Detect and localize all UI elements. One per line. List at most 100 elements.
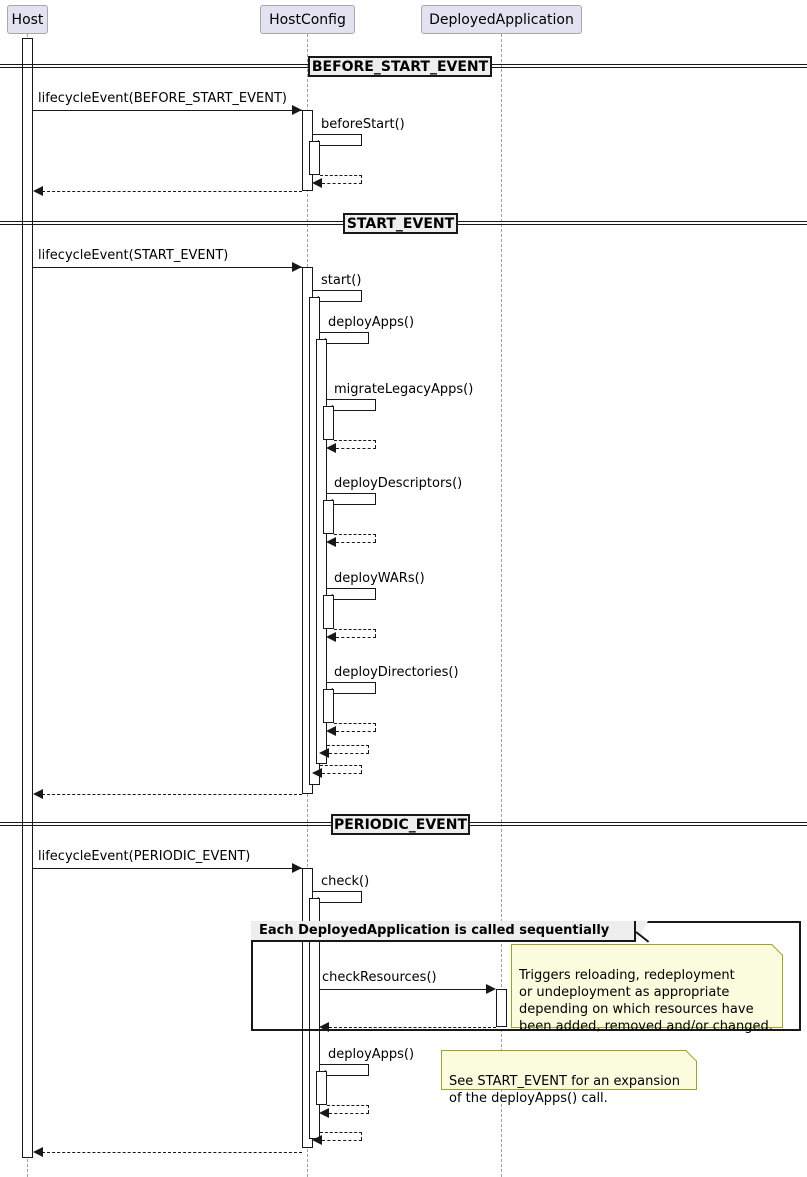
msgline-start-self-return-top — [320, 765, 362, 766]
participant-hostconfig[interactable]: HostConfig — [260, 5, 355, 34]
msgline-migrate-legacy-return-bottom — [336, 448, 376, 449]
arrow-start-call — [292, 262, 302, 272]
label-deploy-apps-periodic: deployApps() — [328, 1047, 415, 1062]
arrow-before-start-call — [292, 105, 302, 115]
msgline-before-start-self-return-top — [320, 175, 362, 176]
arrow-deploy-wars-return — [326, 632, 336, 642]
msgvert-deploy-apps-periodic — [368, 1064, 369, 1075]
msgline-deploy-wars-return-bottom — [336, 637, 376, 638]
arrow-start-return — [33, 789, 43, 799]
label-deploy-directories: deployDirectories() — [334, 665, 459, 680]
msgvert-deploy-directories — [375, 682, 376, 693]
note-deploy-apps: See START_EVENT for an expansion of the … — [441, 1050, 697, 1106]
msgline-deploy-descriptors-return-top — [334, 534, 376, 535]
msgvert-deploy-wars-return — [375, 629, 376, 637]
msgline-start-self-bottom — [319, 301, 362, 302]
msgline-start-self-top — [313, 290, 362, 291]
activation-hostconfig-beforestart-inner — [309, 141, 320, 175]
msgline-deploy-apps-periodic-bottom — [326, 1075, 369, 1076]
msgvert-deploy-apps-periodic-return — [368, 1105, 369, 1113]
participant-deployedapplication-label: DeployedApplication — [429, 11, 574, 28]
msgvert-deploy-wars — [375, 588, 376, 599]
divider-periodic: PERIODIC_EVENT — [331, 814, 470, 835]
arrow-check-self-return — [312, 1135, 322, 1145]
label-deploy-descriptors: deployDescriptors() — [334, 476, 463, 491]
lifeline-deployedapplication — [501, 34, 502, 1177]
arrow-start-self-return — [312, 768, 322, 778]
divider-start: START_EVENT — [343, 213, 458, 234]
msgline-start-return — [42, 794, 302, 795]
msgvert-start-self — [361, 290, 362, 301]
msgline-before-start-call — [33, 110, 302, 111]
note-check-resources-text: Triggers reloading, redeployment or unde… — [519, 968, 773, 1034]
participant-host[interactable]: Host — [7, 5, 48, 34]
msgline-deploy-apps-periodic-return-bottom — [329, 1113, 369, 1114]
msgvert-deploy-apps-return — [368, 745, 369, 753]
msgvert-check-self — [361, 891, 362, 902]
msgline-check-self-top — [313, 891, 362, 892]
msgvert-deploy-descriptors-return — [375, 534, 376, 542]
msgline-check-resources-return — [329, 1027, 496, 1028]
participant-deployedapplication[interactable]: DeployedApplication — [421, 5, 582, 34]
msgline-migrate-legacy-bottom — [333, 410, 376, 411]
arrow-deploy-apps-periodic-return — [319, 1108, 329, 1118]
msgline-deploy-apps-top — [320, 332, 369, 333]
arrow-deploy-apps-return — [319, 748, 329, 758]
label-deploy-apps: deployApps() — [328, 315, 415, 330]
msgline-migrate-legacy-top — [327, 399, 376, 400]
participant-host-label: Host — [11, 11, 44, 28]
msgline-check-self-return-top — [320, 1132, 362, 1133]
msgvert-before-start-self-return — [361, 175, 362, 183]
group-tab-notch-icon — [636, 921, 648, 942]
activation-hostconfig-periodic-l3 — [316, 1071, 327, 1105]
msgline-deploy-descriptors-top — [327, 493, 376, 494]
msgline-deploy-descriptors-bottom — [333, 504, 376, 505]
msgline-before-start-self-top — [313, 134, 362, 135]
msgvert-deploy-descriptors — [375, 493, 376, 504]
msgline-start-self-return-bottom — [322, 773, 362, 774]
arrow-before-start-self-return — [312, 178, 322, 188]
msgline-deploy-wars-return-top — [334, 629, 376, 630]
label-check-resources: checkResources() — [322, 970, 437, 985]
group-tab-sequential: Each DeployedApplication is called seque… — [251, 921, 636, 942]
label-before-start-self: beforeStart() — [321, 117, 405, 132]
note-deploy-apps-text: See START_EVENT for an expansion of the … — [449, 1074, 680, 1106]
arrow-check-resources — [486, 984, 496, 994]
divider-before-start: BEFORE_START_EVENT — [308, 56, 492, 77]
label-before-start-call: lifecycleEvent(BEFORE_START_EVENT) — [38, 91, 287, 106]
note-check-resources-fold-icon — [772, 944, 783, 955]
label-start-self: start() — [321, 273, 362, 288]
msgline-deploy-wars-bottom — [333, 599, 376, 600]
msgline-check-self-return-bottom — [322, 1140, 362, 1141]
arrow-deploy-directories-return — [326, 726, 336, 736]
activation-hostconfig-deploy-descriptors — [323, 500, 334, 534]
msgvert-before-start-self — [361, 134, 362, 145]
group-tab-label: Each DeployedApplication is called seque… — [259, 923, 610, 938]
msgline-start-call — [33, 267, 302, 268]
arrow-deploy-descriptors-return — [326, 537, 336, 547]
participant-hostconfig-label: HostConfig — [269, 11, 346, 28]
msgline-periodic-call — [33, 868, 302, 869]
msgline-deploy-apps-bottom — [326, 343, 369, 344]
msgline-check-self-bottom — [319, 902, 362, 903]
msgline-migrate-legacy-return-top — [334, 440, 376, 441]
divider-periodic-label: PERIODIC_EVENT — [333, 816, 468, 833]
arrow-periodic-call — [292, 863, 302, 873]
msgvert-migrate-legacy-return — [375, 440, 376, 448]
divider-start-label: START_EVENT — [346, 215, 455, 232]
label-migrate-legacy: migrateLegacyApps() — [334, 382, 474, 397]
msgvert-start-self-return — [361, 765, 362, 773]
msgline-deploy-apps-periodic-top — [320, 1064, 369, 1065]
label-check-self: check() — [321, 874, 370, 889]
activation-hostconfig-start-l3 — [316, 339, 327, 764]
msgline-deploy-apps-return-bottom — [329, 753, 369, 754]
activation-hostconfig-migrate-legacy — [323, 406, 334, 440]
arrow-migrate-legacy-return — [326, 443, 336, 453]
msgvert-deploy-directories-return — [375, 723, 376, 731]
msgline-before-start-self-return-bottom — [322, 183, 362, 184]
msgline-deploy-wars-top — [327, 588, 376, 589]
msgline-deploy-directories-top — [327, 682, 376, 683]
activation-hostconfig-deploy-directories — [323, 689, 334, 723]
arrow-periodic-return — [33, 1147, 43, 1157]
